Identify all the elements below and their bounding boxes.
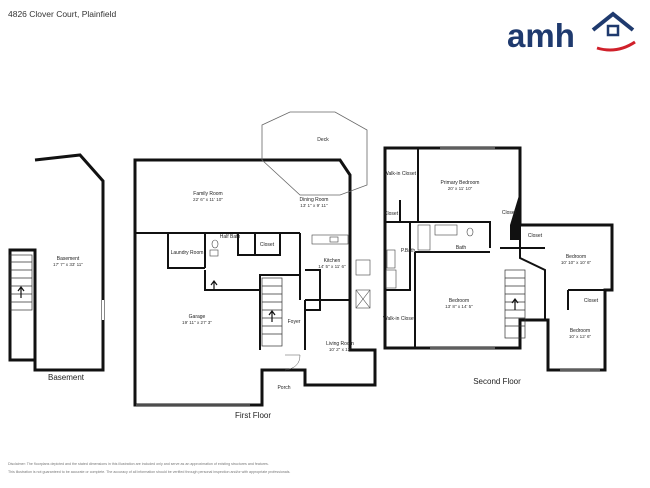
floor-label-first: First Floor (235, 411, 271, 420)
first-floor-outline (133, 158, 377, 407)
room-label-porch: Porch (277, 385, 290, 391)
room-label-p-bath: P.Bath (401, 248, 416, 254)
roof-icon (591, 11, 635, 32)
room-label-bedroom-mid: Bedroom (449, 298, 469, 304)
stair-up-arrow-icon (511, 298, 519, 310)
room-label-closet-right: Closet (528, 233, 543, 239)
room-dim-family-room: 22' 6" x 11' 10" (193, 197, 223, 202)
bath-fixtures (385, 224, 474, 289)
stair-up-arrow-icon (210, 280, 218, 290)
room-label-deck: Deck (317, 137, 329, 143)
brand-wordmark: amh (507, 17, 575, 54)
room-label-family-room: Family Room (193, 191, 222, 197)
room-label-kitchen: Kitchen (324, 258, 341, 264)
room-dim-kitchen: 14' 5" x 11' 6" (318, 264, 346, 269)
room-label-garage: Garage (189, 314, 206, 320)
stair-up-arrow-icon (17, 286, 25, 298)
room-label-laundry: Laundry Room (171, 250, 204, 256)
room-dim-garage: 19' 11" x 27' 3" (182, 320, 212, 325)
property-address: 4826 Clover Court, Plainfield (8, 9, 117, 19)
room-dim-primary-bedroom: 20' x 11' 10" (448, 186, 473, 191)
swoosh-icon (596, 40, 636, 52)
room-dim-dining-room: 13' 1" x 9' 11" (300, 203, 328, 208)
room-label-dining-room: Dining Room (300, 197, 329, 203)
room-label-closet-first: Closet (260, 242, 275, 248)
room-label-walkin-closet-bottom: Walk-in Closet (383, 316, 416, 322)
floor-label-second: Second Floor (473, 377, 521, 386)
room-label-primary-bedroom: Primary Bedroom (441, 180, 480, 186)
room-dim-living-room: 10' 2" x 12' (329, 347, 351, 352)
floor-label-basement: Basement (48, 373, 85, 382)
kitchen-fixtures (311, 234, 371, 309)
basement-stairs (9, 254, 33, 311)
basement-outline (8, 153, 105, 372)
disclaimer-line-1: Disclaimer: The floorplans depicted and … (8, 462, 269, 466)
room-label-foyer: Foyer (288, 319, 301, 325)
disclaimer-line-2: This illustration is not guaranteed to b… (8, 470, 291, 474)
room-label-walkin-closet-top: Walk-in Closet (384, 171, 417, 177)
room-label-bath: Bath (456, 245, 467, 251)
room-dim-bedroom-bottom: 10' x 12' 6" (569, 334, 592, 339)
room-label-living-room: Living Room (326, 341, 354, 347)
room-label-basement: Basement (57, 256, 80, 262)
room-dim-bedroom-mid: 13' 8" x 14' 5" (445, 304, 473, 309)
room-dim-basement: 17' 7" x 33' 11" (53, 262, 83, 267)
room-label-closet-bottom-right: Closet (584, 298, 599, 304)
second-floor-stairs (504, 269, 526, 339)
room-label-closet-small-left: Closet (384, 211, 399, 217)
closet-shaft (510, 192, 520, 240)
amh-logo: amh (507, 11, 636, 54)
deck-outline (261, 111, 368, 196)
half-bath-fixtures (209, 239, 219, 257)
room-label-bedroom-bottom: Bedroom (570, 328, 590, 334)
room-dim-bedroom-right: 10' 10" x 10' 6" (561, 260, 592, 265)
room-label-bedroom-right: Bedroom (566, 254, 586, 260)
stair-up-arrow-icon (268, 310, 276, 322)
room-label-closet-small-mid: Closet (502, 210, 517, 216)
room-label-half-bath: Half Bath (220, 234, 241, 240)
